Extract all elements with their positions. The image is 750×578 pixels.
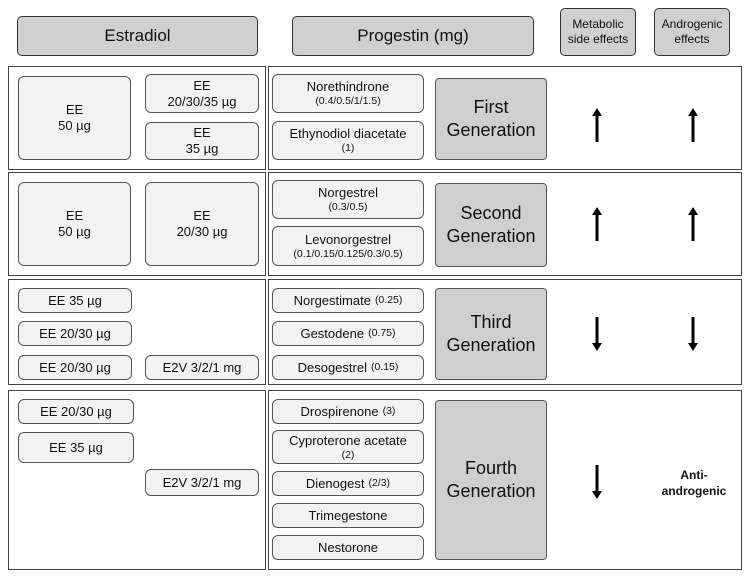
- progestin-dose: (0.15): [370, 361, 399, 373]
- progestin-box: Drospirenone (3): [272, 399, 424, 424]
- progestin-name: Nestorone: [318, 539, 378, 555]
- progestin-dose: (0.75): [368, 327, 396, 339]
- generation-label-fourth: Fourth Generation: [435, 400, 547, 560]
- estrogen-label: EE: [65, 102, 84, 117]
- estrogen-dose: 20/30/35 µg: [167, 93, 237, 109]
- estrogen-label: E2V 3/2/1 mg: [162, 474, 242, 490]
- progestin-box: Desogestrel (0.15): [272, 355, 424, 380]
- progestin-dose: (0.4/0.5/1/1.5): [315, 95, 381, 107]
- progestin-name: Norethindrone: [306, 79, 390, 94]
- androgenic-up-arrow-icon: [688, 108, 698, 142]
- progestin-name: Drospirenone: [300, 403, 379, 419]
- estrogen-label: EE 20/30 µg: [39, 325, 111, 341]
- progestin-dose: (3): [382, 405, 396, 417]
- progestin-dose: (0.25): [374, 294, 403, 306]
- header-metabolic-label: Metabolic side effects: [567, 17, 629, 46]
- estrogen-box: EE 50 µg: [18, 76, 131, 160]
- progestin-name: Levonorgestrel: [305, 231, 391, 247]
- generation-label-third: Third Generation: [435, 288, 547, 380]
- progestin-box: Dienogest (2/3): [272, 471, 424, 496]
- estrogen-label: EE: [193, 77, 211, 93]
- estrogen-box: EE 35 µg: [18, 288, 132, 313]
- progestin-name: Gestodene: [300, 325, 365, 341]
- progestin-dose: (2/3): [368, 477, 391, 489]
- estrogen-box: EE 20/30 µg: [18, 355, 132, 380]
- metabolic-up-arrow-icon: [592, 207, 602, 241]
- progestin-box: Norgestrel (0.3/0.5): [272, 180, 424, 219]
- progestin-name: Norgestrel: [318, 185, 378, 200]
- estrogen-label: EE: [65, 208, 84, 223]
- generation-label-second: Second Generation: [435, 183, 547, 267]
- estrogen-box: E2V 3/2/1 mg: [145, 469, 259, 496]
- estrogen-label: EE 35 µg: [49, 439, 103, 455]
- estrogen-dose: 35 µg: [185, 141, 219, 156]
- metabolic-up-arrow-icon: [592, 108, 602, 142]
- header-estradiol: Estradiol: [17, 16, 258, 56]
- progestin-name: Norgestimate: [293, 292, 371, 308]
- progestin-dose: (2): [341, 448, 355, 461]
- progestin-name: Desogestrel: [297, 359, 367, 375]
- metabolic-down-arrow-icon: [592, 317, 602, 351]
- generation-label-first: First Generation: [435, 78, 547, 160]
- progestin-dose: (0.1/0.15/0.125/0.3/0.5): [293, 247, 403, 260]
- progestin-dose: (1): [341, 142, 355, 154]
- estrogen-box: EE 20/30/35 µg: [145, 74, 259, 113]
- progestin-box: Cyproterone acetate (2): [272, 430, 424, 464]
- progestin-name: Dienogest: [305, 475, 365, 491]
- progestin-box: Norgestimate (0.25): [272, 288, 424, 313]
- estrogen-box: EE 50 µg: [18, 182, 131, 266]
- estrogen-label: EE 35 µg: [48, 292, 102, 308]
- header-androgenic: Androgenic effects: [654, 8, 730, 56]
- estrogen-box: EE 35 µg: [145, 122, 259, 160]
- progestin-box: Trimegestone: [272, 503, 424, 528]
- progestin-box: Gestodene (0.75): [272, 321, 424, 346]
- header-metabolic: Metabolic side effects: [560, 8, 636, 56]
- progestin-name: Ethynodiol diacetate: [289, 126, 407, 141]
- estrogen-label: EE: [193, 208, 211, 223]
- anti-androgenic-label: Anti-androgenic: [656, 467, 732, 499]
- header-androgenic-label: Androgenic effects: [661, 17, 723, 46]
- androgenic-up-arrow-icon: [688, 207, 698, 241]
- estrogen-label: E2V 3/2/1 mg: [162, 359, 242, 375]
- generation-name: Third Generation: [446, 312, 536, 355]
- metabolic-down-arrow-icon: [592, 465, 602, 499]
- generation-name: Fourth Generation: [446, 458, 536, 501]
- estrogen-box: E2V 3/2/1 mg: [145, 355, 259, 380]
- estrogen-label: EE 20/30 µg: [39, 359, 111, 375]
- estrogen-box: EE 20/30 µg: [18, 321, 132, 346]
- progestin-box: Ethynodiol diacetate (1): [272, 121, 424, 160]
- progestin-name: Trimegestone: [308, 507, 388, 523]
- estrogen-dose: 50 µg: [58, 224, 91, 239]
- generation-name: Second Generation: [446, 203, 536, 246]
- estrogen-box: EE 20/30 µg: [145, 182, 259, 266]
- estrogen-dose: 50 µg: [58, 118, 91, 133]
- header-progestin-label: Progestin (mg): [357, 26, 469, 45]
- anti-androgenic-text: Anti-androgenic: [661, 468, 727, 498]
- progestin-box: Norethindrone (0.4/0.5/1/1.5): [272, 74, 424, 113]
- progestin-name: Cyproterone acetate: [289, 432, 407, 448]
- header-estradiol-label: Estradiol: [104, 26, 171, 45]
- progestin-dose: (0.3/0.5): [328, 201, 368, 213]
- androgenic-down-arrow-icon: [688, 317, 698, 351]
- estrogen-box: EE 35 µg: [18, 432, 134, 463]
- estrogen-dose: 20/30 µg: [176, 224, 228, 239]
- estrogen-label: EE 20/30 µg: [40, 403, 112, 419]
- progestin-box: Nestorone: [272, 535, 424, 560]
- generation-name: First Generation: [446, 97, 536, 140]
- header-progestin: Progestin (mg): [292, 16, 534, 56]
- estrogen-box: EE 20/30 µg: [18, 399, 134, 424]
- progestin-box: Levonorgestrel (0.1/0.15/0.125/0.3/0.5): [272, 226, 424, 266]
- estrogen-label: EE: [193, 125, 211, 140]
